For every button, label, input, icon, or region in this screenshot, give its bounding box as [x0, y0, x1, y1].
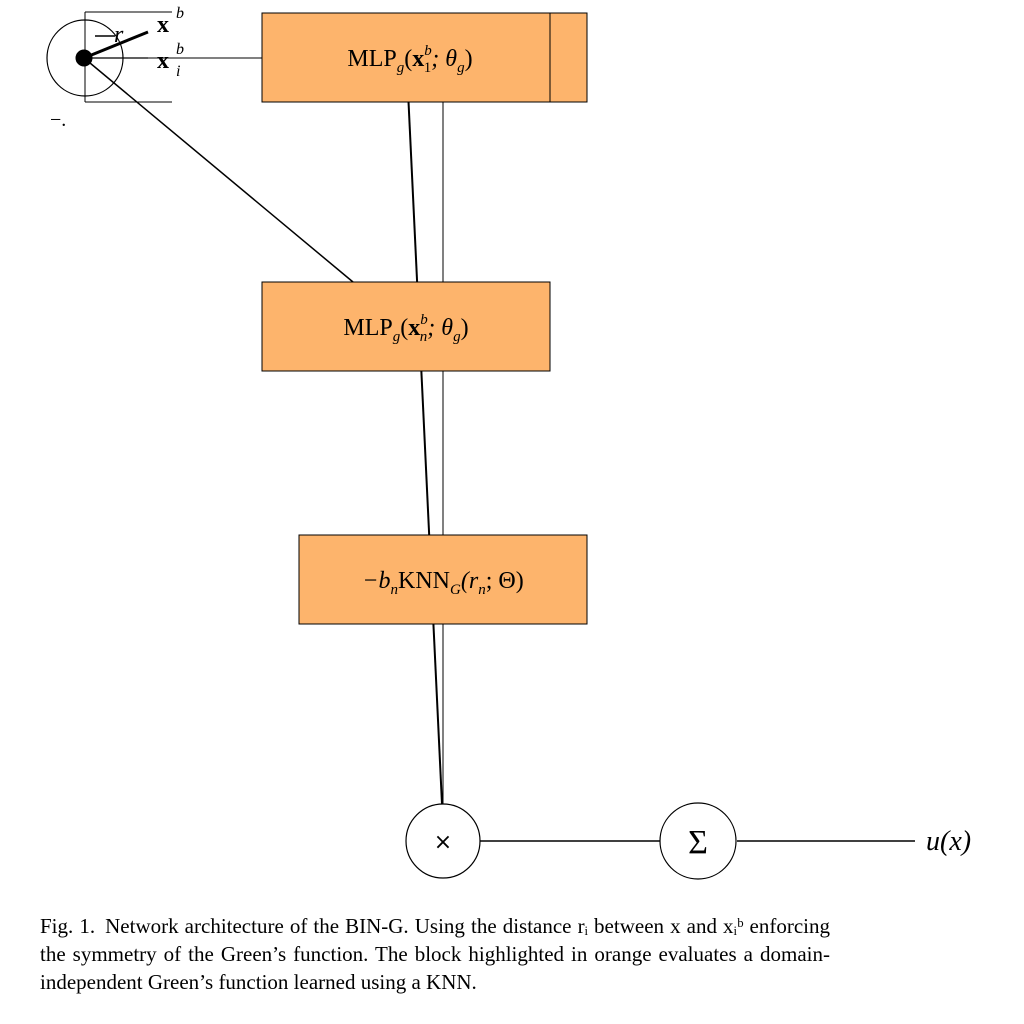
block-knn: −bnKNNG(rn; Θ) [298, 534, 588, 625]
label-minus-dot: −. [50, 109, 66, 131]
block-mlp-1-rect [261, 12, 588, 103]
label-x-i-sub: i [176, 63, 180, 80]
label-x-i-sup: b [176, 41, 184, 58]
connectors [83, 57, 915, 842]
input-node [46, 11, 172, 103]
radius-arrow [83, 30, 149, 60]
block-knn-rect [298, 534, 588, 625]
label-x-top-sup: b [176, 5, 184, 22]
diagonal-line [406, 69, 443, 805]
multiply-circle [405, 803, 481, 879]
multiply-icon: × [434, 830, 452, 855]
output-label: u(x) [926, 826, 971, 857]
label-x-top: x [157, 12, 169, 38]
caption-fig-number: Fig. 1. [40, 914, 96, 938]
sum-icon: Σ [688, 824, 708, 861]
sum-node: Σ [659, 802, 737, 880]
figure-caption: Fig. 1. Network architecture of the BIN-… [40, 912, 830, 996]
block-knn-label: −bnKNNG(rn; Θ) [362, 568, 523, 598]
label-x-i: x [157, 48, 169, 74]
sum-circle [659, 802, 737, 880]
caption-text: Network architecture of the BIN-G. Using… [40, 914, 830, 994]
line-to-mlpn [83, 57, 354, 283]
label-r: r [114, 22, 124, 48]
multiply-node: × [405, 803, 481, 879]
input-labels: r x b x b i −. [50, 5, 184, 131]
block-mlp-n-rect [261, 281, 551, 372]
